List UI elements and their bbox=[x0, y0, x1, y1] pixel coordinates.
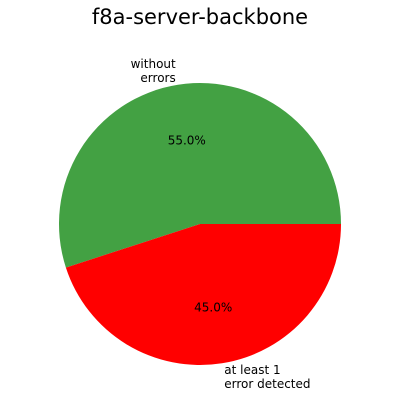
slice-label-line: errors bbox=[140, 71, 175, 85]
slice-label-line: without bbox=[131, 57, 176, 71]
slice-label-line: at least 1 bbox=[224, 363, 280, 377]
chart-title: f8a-server-backbone bbox=[92, 5, 308, 29]
pie-slice bbox=[65, 224, 342, 366]
pie-slices bbox=[58, 83, 342, 366]
slice-label-line: error detected bbox=[224, 377, 310, 391]
slice-percent-label: 45.0% bbox=[194, 301, 232, 315]
pie-slice bbox=[58, 83, 342, 268]
slice-percent-label: 55.0% bbox=[168, 133, 206, 147]
